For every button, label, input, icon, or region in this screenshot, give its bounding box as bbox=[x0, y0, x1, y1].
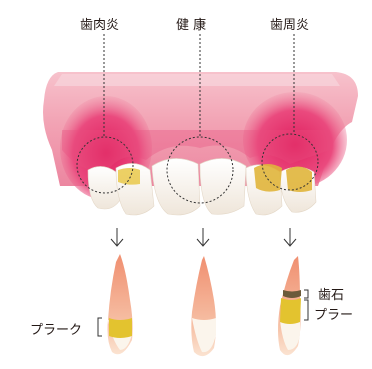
arrow-down-right-icon bbox=[284, 228, 296, 246]
bracket-tartar-right bbox=[304, 290, 308, 298]
extracted-tooth-left bbox=[108, 254, 133, 354]
arrow-down-left-icon bbox=[111, 228, 123, 246]
plaque-gumline-left bbox=[118, 168, 140, 185]
label-healthy: 健 康 bbox=[176, 14, 206, 33]
label-tartar: 歯石 bbox=[318, 284, 344, 303]
label-gingivitis: 歯肉炎 bbox=[80, 14, 119, 33]
plaque-band-left bbox=[109, 318, 132, 338]
tooth-center-left bbox=[152, 158, 200, 215]
tartar-gumline-right-2 bbox=[286, 166, 312, 192]
label-plaque-left: プラーク bbox=[30, 319, 82, 338]
label-plaque-right: プラー bbox=[314, 304, 353, 323]
arrow-down-center-icon bbox=[197, 228, 209, 246]
extracted-tooth-center bbox=[191, 256, 216, 356]
bracket-plaque-right bbox=[304, 300, 308, 320]
bracket-plaque-left bbox=[98, 318, 102, 336]
extracted-tooth-right bbox=[278, 256, 301, 355]
tooth-left-1 bbox=[88, 166, 120, 209]
label-periodontitis: 歯周炎 bbox=[270, 14, 309, 33]
plaque-band-right bbox=[280, 298, 301, 324]
tooth-center-right bbox=[200, 158, 246, 214]
